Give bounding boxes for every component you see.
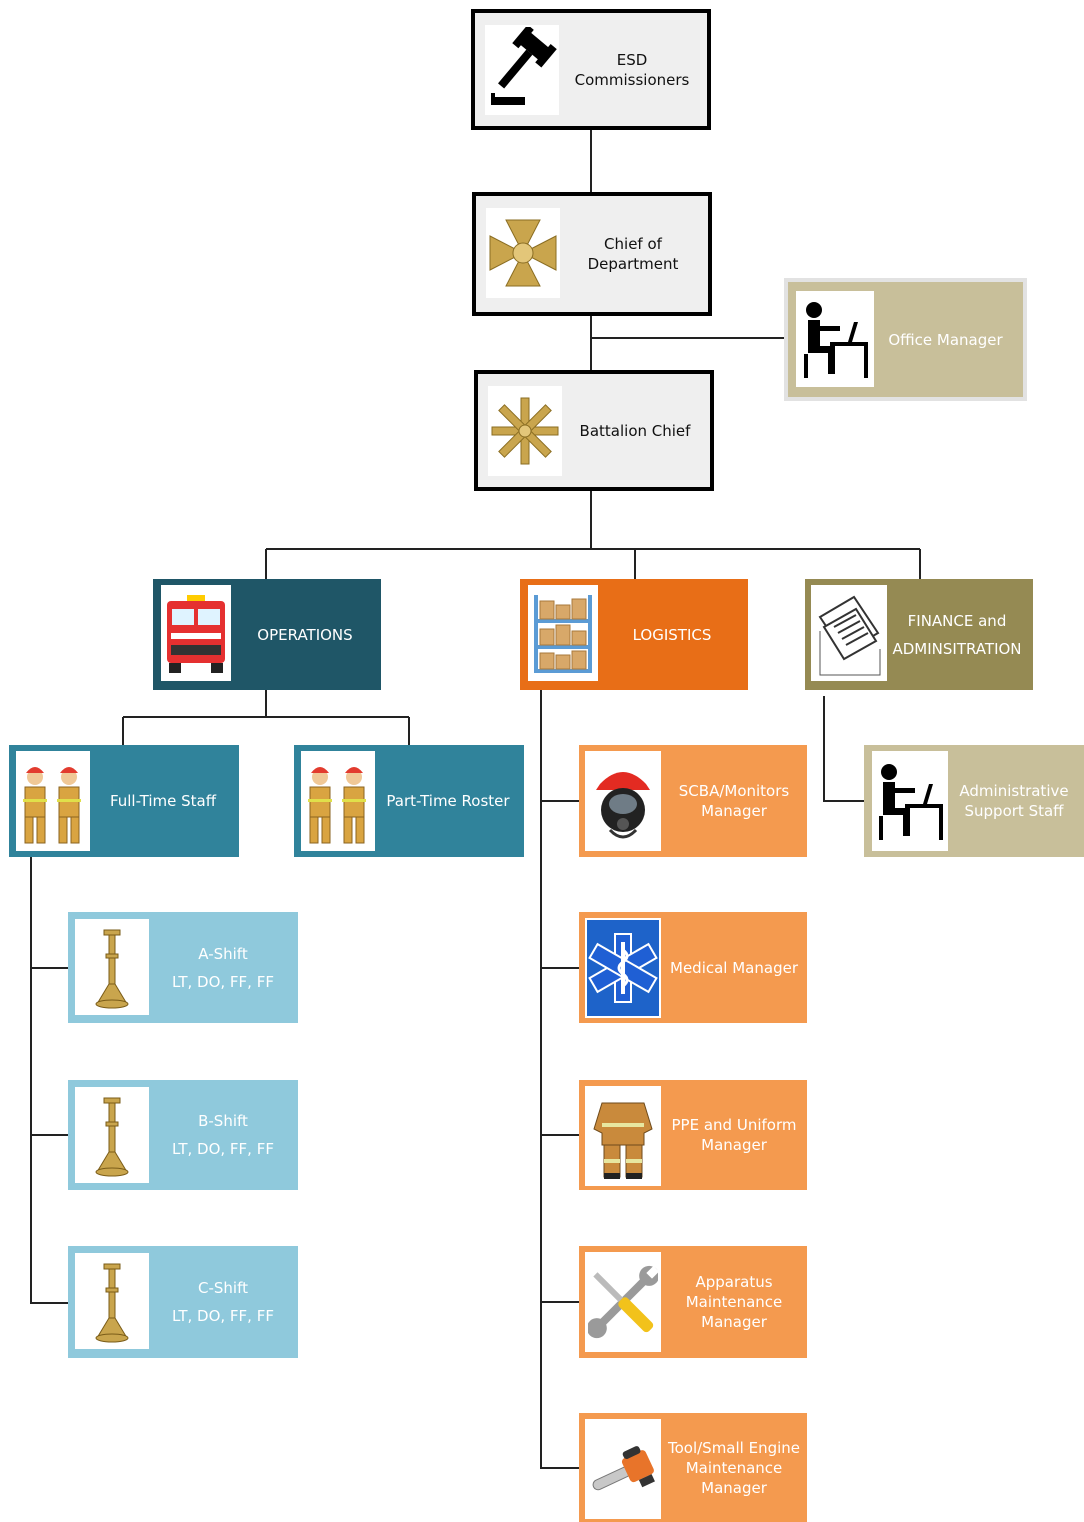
label-line: Apparatus <box>695 1273 773 1291</box>
node-battalion-chief[interactable]: Battalion Chief <box>474 370 714 491</box>
firefighters-icon <box>16 751 90 851</box>
label-line: Part-Time Roster <box>386 792 510 810</box>
node-full-time-staff[interactable]: Full-Time Staff <box>9 745 239 857</box>
node-tool-small-engine-manager[interactable]: Tool/Small Engine Maintenance Manager <box>579 1413 807 1522</box>
documents-icon <box>811 585 887 681</box>
label-line: LT, DO, FF, FF <box>172 1140 274 1158</box>
node-esd-commissioners[interactable]: ESD Commissioners <box>471 9 711 130</box>
star-of-life-icon <box>585 918 661 1018</box>
label-line: Support Staff <box>964 802 1064 820</box>
bugle-icon <box>75 1253 149 1349</box>
node-admin-label: Administrative Support Staff <box>946 745 1082 857</box>
connector-shift-spine <box>30 857 68 1304</box>
label-line: Administrative <box>959 782 1069 800</box>
node-office-label: Office Manager <box>870 282 1021 397</box>
desk-worker-icon <box>796 291 874 387</box>
node-operations[interactable]: OPERATIONS <box>153 579 381 690</box>
node-c-shift[interactable]: C-Shift LT, DO, FF, FF <box>68 1246 298 1358</box>
node-a-shift[interactable]: A-Shift LT, DO, FF, FF <box>68 912 298 1023</box>
label-line: Chief of <box>604 235 662 253</box>
bugle-icon <box>75 919 149 1015</box>
desk-worker-icon <box>872 751 948 851</box>
node-logistics[interactable]: LOGISTICS <box>520 579 748 690</box>
label-line: Manager <box>701 1313 767 1331</box>
connector-admin <box>823 696 864 802</box>
label-line: Tool/Small Engine <box>667 1438 801 1457</box>
node-finance-administration[interactable]: FINANCE and ADMINSITRATION <box>805 579 1033 690</box>
label-line: PPE and Uniform <box>671 1116 797 1134</box>
node-medical-manager[interactable]: Medical Manager <box>579 912 807 1023</box>
node-fulltime-label: Full-Time Staff <box>89 745 237 857</box>
label-line: Manager <box>701 1136 767 1154</box>
node-bshift-label: B-Shift LT, DO, FF, FF <box>152 1080 294 1190</box>
warehouse-shelves-icon <box>528 585 598 681</box>
node-scba-monitors-manager[interactable]: SCBA/Monitors Manager <box>579 745 807 857</box>
label-line: LOGISTICS <box>632 625 712 644</box>
label-line: Manager <box>701 802 767 820</box>
connector-log-spine <box>540 690 579 1469</box>
node-ppe-uniform-manager[interactable]: PPE and Uniform Manager <box>579 1080 807 1190</box>
label-line: ADMINSITRATION <box>892 639 1022 658</box>
label-line: Maintenance <box>685 1293 783 1311</box>
node-parttime-label: Part-Time Roster <box>374 745 522 857</box>
label-line: B-Shift <box>198 1112 248 1130</box>
maltese-cross-icon <box>488 386 562 476</box>
node-chief-of-department[interactable]: Chief of Department <box>472 192 712 316</box>
wrench-screwdriver-icon <box>585 1252 661 1352</box>
label-line: Medical Manager <box>670 958 798 977</box>
node-b-shift[interactable]: B-Shift LT, DO, FF, FF <box>68 1080 298 1190</box>
label-line: LT, DO, FF, FF <box>172 972 274 991</box>
label-line: Maintenance <box>685 1458 783 1477</box>
label-line: Battalion Chief <box>579 421 691 440</box>
node-medical-label: Medical Manager <box>663 912 805 1023</box>
node-cshift-label: C-Shift LT, DO, FF, FF <box>152 1246 294 1358</box>
node-tool-label: Tool/Small Engine Maintenance Manager <box>663 1413 805 1522</box>
node-apparatus-label: Apparatus Maintenance Manager <box>663 1246 805 1358</box>
node-battalion-label: Battalion Chief <box>566 374 704 487</box>
label-line: Department <box>587 255 679 273</box>
node-scba-label: SCBA/Monitors Manager <box>663 745 805 857</box>
label-line: Commissioners <box>574 70 690 89</box>
label-line: Manager <box>701 1478 767 1497</box>
chainsaw-icon <box>585 1419 661 1519</box>
gold-badge-icon <box>486 208 560 298</box>
node-logistics-label: LOGISTICS <box>600 579 744 690</box>
label-line: FINANCE and <box>907 611 1007 630</box>
node-chief-label: Chief of Department <box>564 196 702 312</box>
scba-mask-icon <box>585 751 661 851</box>
label-line: Office Manager <box>888 330 1003 349</box>
label-line: ESD <box>616 50 648 69</box>
firefighters-icon <box>301 751 375 851</box>
gavel-icon <box>485 25 559 115</box>
label-line: Full-Time Staff <box>109 792 217 810</box>
node-administrative-support-staff[interactable]: Administrative Support Staff <box>864 745 1084 857</box>
bugle-icon <box>75 1087 149 1183</box>
label-line: SCBA/Monitors <box>678 782 790 800</box>
node-apparatus-maintenance-manager[interactable]: Apparatus Maintenance Manager <box>579 1246 807 1358</box>
fire-truck-icon <box>161 585 231 681</box>
node-ashift-label: A-Shift LT, DO, FF, FF <box>152 912 294 1023</box>
node-operations-label: OPERATIONS <box>233 579 377 690</box>
label-line: LT, DO, FF, FF <box>172 1307 274 1325</box>
node-finance-label: FINANCE and ADMINSITRATION <box>885 579 1029 690</box>
node-ppe-label: PPE and Uniform Manager <box>663 1080 805 1190</box>
label-line: A-Shift <box>198 944 248 963</box>
node-office-manager[interactable]: Office Manager <box>784 278 1027 401</box>
node-part-time-roster[interactable]: Part-Time Roster <box>294 745 524 857</box>
label-line: OPERATIONS <box>257 625 353 644</box>
node-esd-label: ESD Commissioners <box>563 13 701 126</box>
turnout-gear-icon <box>585 1086 661 1186</box>
label-line: C-Shift <box>198 1279 248 1297</box>
